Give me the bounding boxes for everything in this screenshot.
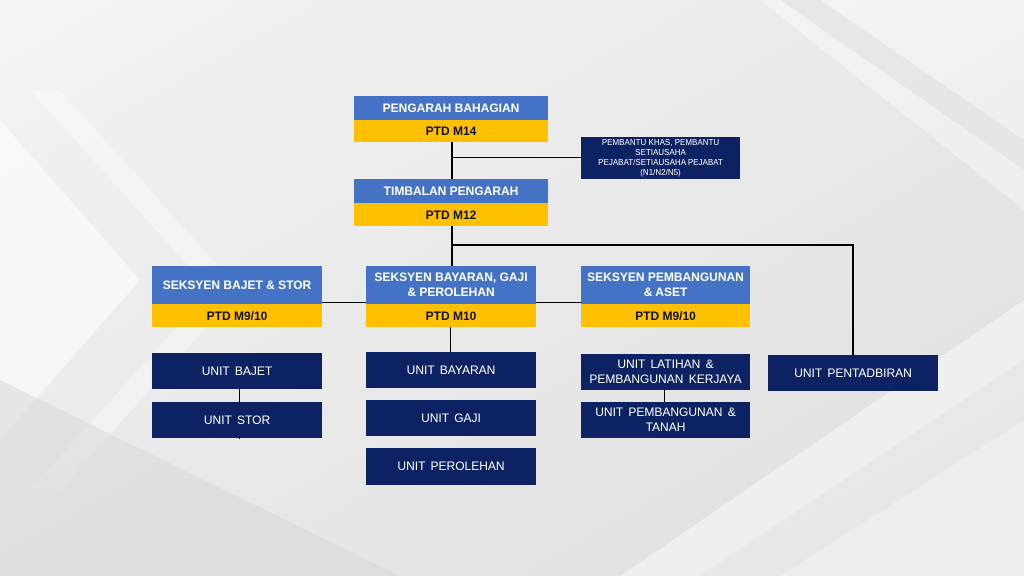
assistant-line2: PEJABAT/SETIAUSAHA PEJABAT (N1/N2/N5) [598,158,723,177]
unit-pembangunan-tanah: UNIT PEMBANGUNAN & TANAH [581,402,750,438]
unit-bajet: UNIT BAJET [152,353,322,389]
deputy-grade: PTD M12 [354,203,548,226]
section-bajet-title: SEKSYEN BAJET & STOR [152,266,322,304]
director-title: PENGARAH BAHAGIAN [354,96,548,120]
unit-stor: UNIT STOR [152,402,322,438]
connector-admin-horizontal [452,244,853,246]
section-pembangunan-title: SEKSYEN PEMBANGUNAN & ASET [581,266,750,304]
connector-bayaran-units [450,326,451,354]
section-bayaran-grade: PTD M10 [366,304,536,327]
section-bayaran-title: SEKSYEN BAYARAN, GAJI & PEROLEHAN [366,266,536,304]
unit-perolehan: UNIT PEROLEHAN [366,448,536,485]
unit-pentadbiran: UNIT PENTADBIRAN [768,355,938,391]
section-bajet-grade: PTD M9/10 [152,304,322,327]
deputy-title: TIMBALAN PENGARAH [354,179,548,203]
director-grade: PTD M14 [354,120,548,142]
assistant-box: PEMBANTU KHAS, PEMBANTU SETIAUSAHA PEJAB… [581,137,740,179]
connector-main-vertical [451,142,453,327]
section-pembangunan-grade: PTD M9/10 [581,304,750,327]
unit-gaji: UNIT GAJI [366,400,536,436]
assistant-line1: PEMBANTU KHAS, PEMBANTU SETIAUSAHA [601,138,720,157]
connector-pembangunan-units [664,390,665,402]
unit-latihan: UNIT LATIHAN & PEMBANGUNAN KERJAYA [581,354,750,390]
connector-assistant [452,157,581,158]
connector-admin-vertical [852,244,854,355]
unit-bayaran: UNIT BAYARAN [366,352,536,388]
